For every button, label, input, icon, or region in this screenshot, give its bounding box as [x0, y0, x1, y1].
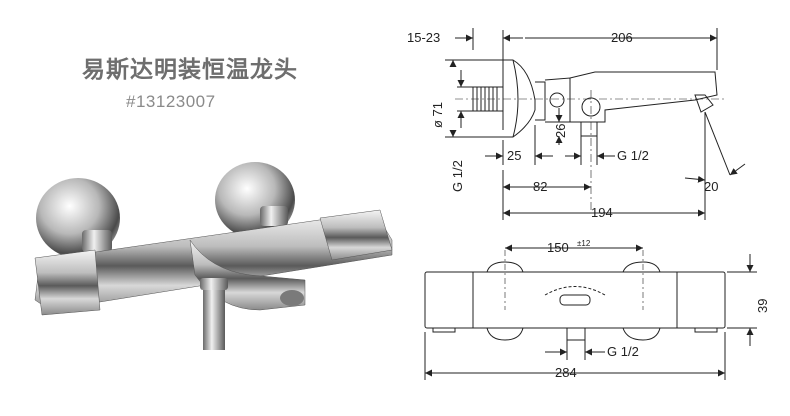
dim-depth-82: 82 — [533, 179, 547, 194]
product-title: 易斯达明装恒温龙头 — [82, 57, 298, 83]
dim-spacing-25: 25 — [507, 148, 521, 163]
dim-thread-bottom: G 1/2 — [617, 148, 649, 163]
technical-drawing: 15-23 206 ø 71 G 1/2 25 G 1/2 82 20 194 … — [407, 28, 770, 380]
product-model-number: #13123007 — [126, 92, 216, 111]
faucet-photo — [34, 162, 393, 350]
dim-thread-left: G 1/2 — [450, 160, 465, 192]
dim-tolerance: ±12 — [577, 239, 591, 248]
dim-offset: 15-23 — [407, 30, 440, 45]
dim-total-length: 206 — [611, 30, 633, 45]
dim-center-distance: 150 — [547, 240, 569, 255]
dim-body-length: 284 — [555, 365, 577, 380]
dim-height-26: 26 — [553, 124, 568, 138]
dim-body-height: 39 — [755, 299, 770, 313]
dim-thread-outlet: G 1/2 — [607, 344, 639, 359]
dim-diameter: ø 71 — [430, 102, 445, 128]
outlet-pipe — [203, 282, 225, 350]
dim-length-194: 194 — [591, 205, 613, 220]
side-view — [445, 28, 746, 220]
dim-angle-20: 20 — [704, 179, 718, 194]
front-view — [424, 244, 757, 380]
